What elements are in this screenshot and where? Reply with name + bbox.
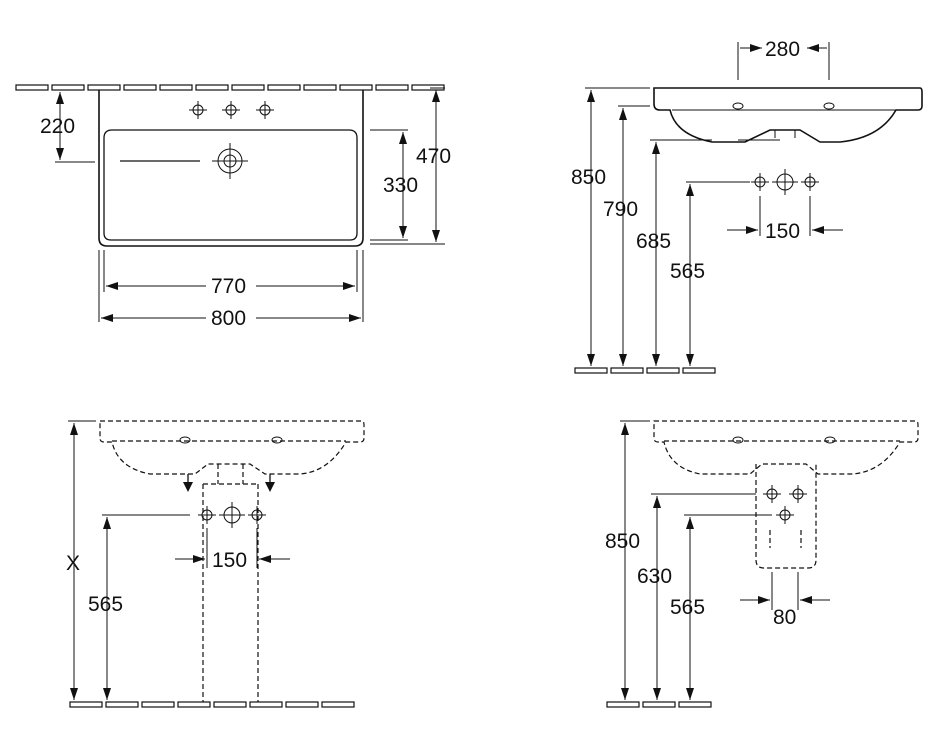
tap-hole-icon — [823, 102, 835, 110]
supply-valve-icon — [197, 505, 217, 525]
basin-profile — [653, 87, 923, 143]
dim-label-80: 80 — [773, 606, 796, 629]
tap-hole-icon — [188, 100, 208, 120]
tap-hole-icon — [732, 102, 744, 110]
tap-hole-icon — [179, 436, 191, 444]
waste-outlet-icon — [775, 505, 795, 525]
supply-valve-icon — [788, 484, 808, 504]
supply-valve-icon — [762, 484, 782, 504]
supply-valve-icon — [750, 172, 770, 192]
waste-outlet-icon — [218, 501, 246, 529]
dim-label-800: 800 — [211, 307, 246, 330]
dim-label-850: 850 — [605, 530, 640, 553]
dim-label-330: 330 — [383, 174, 418, 197]
bowl-outline — [103, 129, 358, 241]
semi-pedestal-dashed — [755, 464, 817, 569]
dim-label-630: 630 — [637, 565, 672, 588]
dim-label-470: 470 — [416, 145, 451, 168]
floor-tiles — [69, 701, 355, 708]
dim-label-x: X — [66, 552, 80, 575]
pedestal-dashed — [202, 464, 259, 702]
supply-valve-icon — [800, 172, 820, 192]
wall-tiles — [15, 84, 445, 91]
arrow-down-icon — [265, 474, 275, 492]
dim-label-220: 220 — [40, 115, 75, 138]
supply-valve-icon — [247, 505, 267, 525]
tap-hole-icon — [271, 436, 283, 444]
floor-tiles — [606, 701, 712, 708]
basin-outline — [98, 90, 364, 247]
dim-label-685: 685 — [636, 230, 671, 253]
tap-hole-icon — [255, 100, 275, 120]
floor-tiles — [574, 367, 716, 374]
pedestal-view: X 565 150 — [66, 420, 365, 708]
side-view: 280 850 790 685 565 — [571, 38, 923, 374]
dim-label-850: 850 — [571, 166, 606, 189]
dim-label-565: 565 — [670, 596, 705, 619]
top-view: 220 330 470 770 800 — [15, 84, 451, 330]
dim-label-150: 150 — [765, 220, 800, 243]
tap-hole-icon — [732, 436, 744, 444]
dim-label-770: 770 — [211, 275, 246, 298]
tap-hole-icon — [221, 100, 241, 120]
basin-dashed — [653, 420, 919, 475]
drain-icon — [212, 143, 248, 179]
dim-label-150: 150 — [212, 549, 247, 572]
dim-label-565: 565 — [670, 260, 705, 283]
waste-outlet-icon — [771, 168, 799, 196]
semi-pedestal-view: 850 630 565 80 — [605, 420, 919, 708]
dim-label-565: 565 — [88, 593, 123, 616]
dim-label-790: 790 — [603, 198, 638, 221]
tap-hole-icon — [824, 436, 836, 444]
dim-label-280: 280 — [765, 38, 800, 61]
arrow-down-icon — [183, 474, 193, 492]
basin-dashed — [99, 420, 365, 475]
